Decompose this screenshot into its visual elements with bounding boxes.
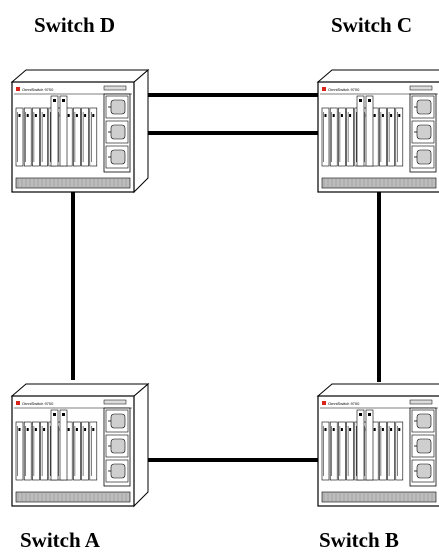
label-switch-a: Switch A (20, 528, 100, 552)
brand-text: OmniSwitch 9700 (328, 87, 360, 92)
switch-d-chassis: OmniSwitch 9700 (10, 68, 150, 194)
brand-text: OmniSwitch 9700 (22, 401, 54, 406)
power-supply-icon (110, 463, 126, 479)
power-supply-icon (416, 438, 432, 454)
power-supply-icon (110, 149, 126, 165)
power-supply-icon (416, 149, 432, 165)
fan-vent (15, 177, 131, 189)
brand-text: OmniSwitch 9700 (328, 401, 360, 406)
brand-logo-icon (16, 87, 20, 91)
label-switch-c: Switch C (331, 13, 413, 37)
power-supply-icon (110, 99, 126, 115)
power-supply-icon (110, 438, 126, 454)
power-supply-icon (416, 463, 432, 479)
power-supply-icon (416, 99, 432, 115)
fan-vent (321, 491, 437, 503)
fan-vent (15, 491, 131, 503)
brand-logo-icon (322, 87, 326, 91)
power-supply-icon (110, 124, 126, 140)
switch-b-chassis: OmniSwitch 9700 (316, 383, 439, 507)
label-switch-d: Switch D (34, 13, 116, 37)
power-supply-icon (416, 124, 432, 140)
power-supply-icon (110, 413, 126, 429)
brand-text: OmniSwitch 9700 (22, 87, 54, 92)
brand-logo-icon (16, 401, 20, 405)
fan-vent (321, 177, 437, 189)
switch-a-chassis: OmniSwitch 9700 (10, 382, 150, 508)
label-switch-b: Switch B (319, 528, 399, 552)
switch-c-chassis: OmniSwitch 9700 (316, 69, 439, 193)
links (71, 93, 381, 462)
power-supply-icon (416, 413, 432, 429)
brand-logo-icon (322, 401, 326, 405)
